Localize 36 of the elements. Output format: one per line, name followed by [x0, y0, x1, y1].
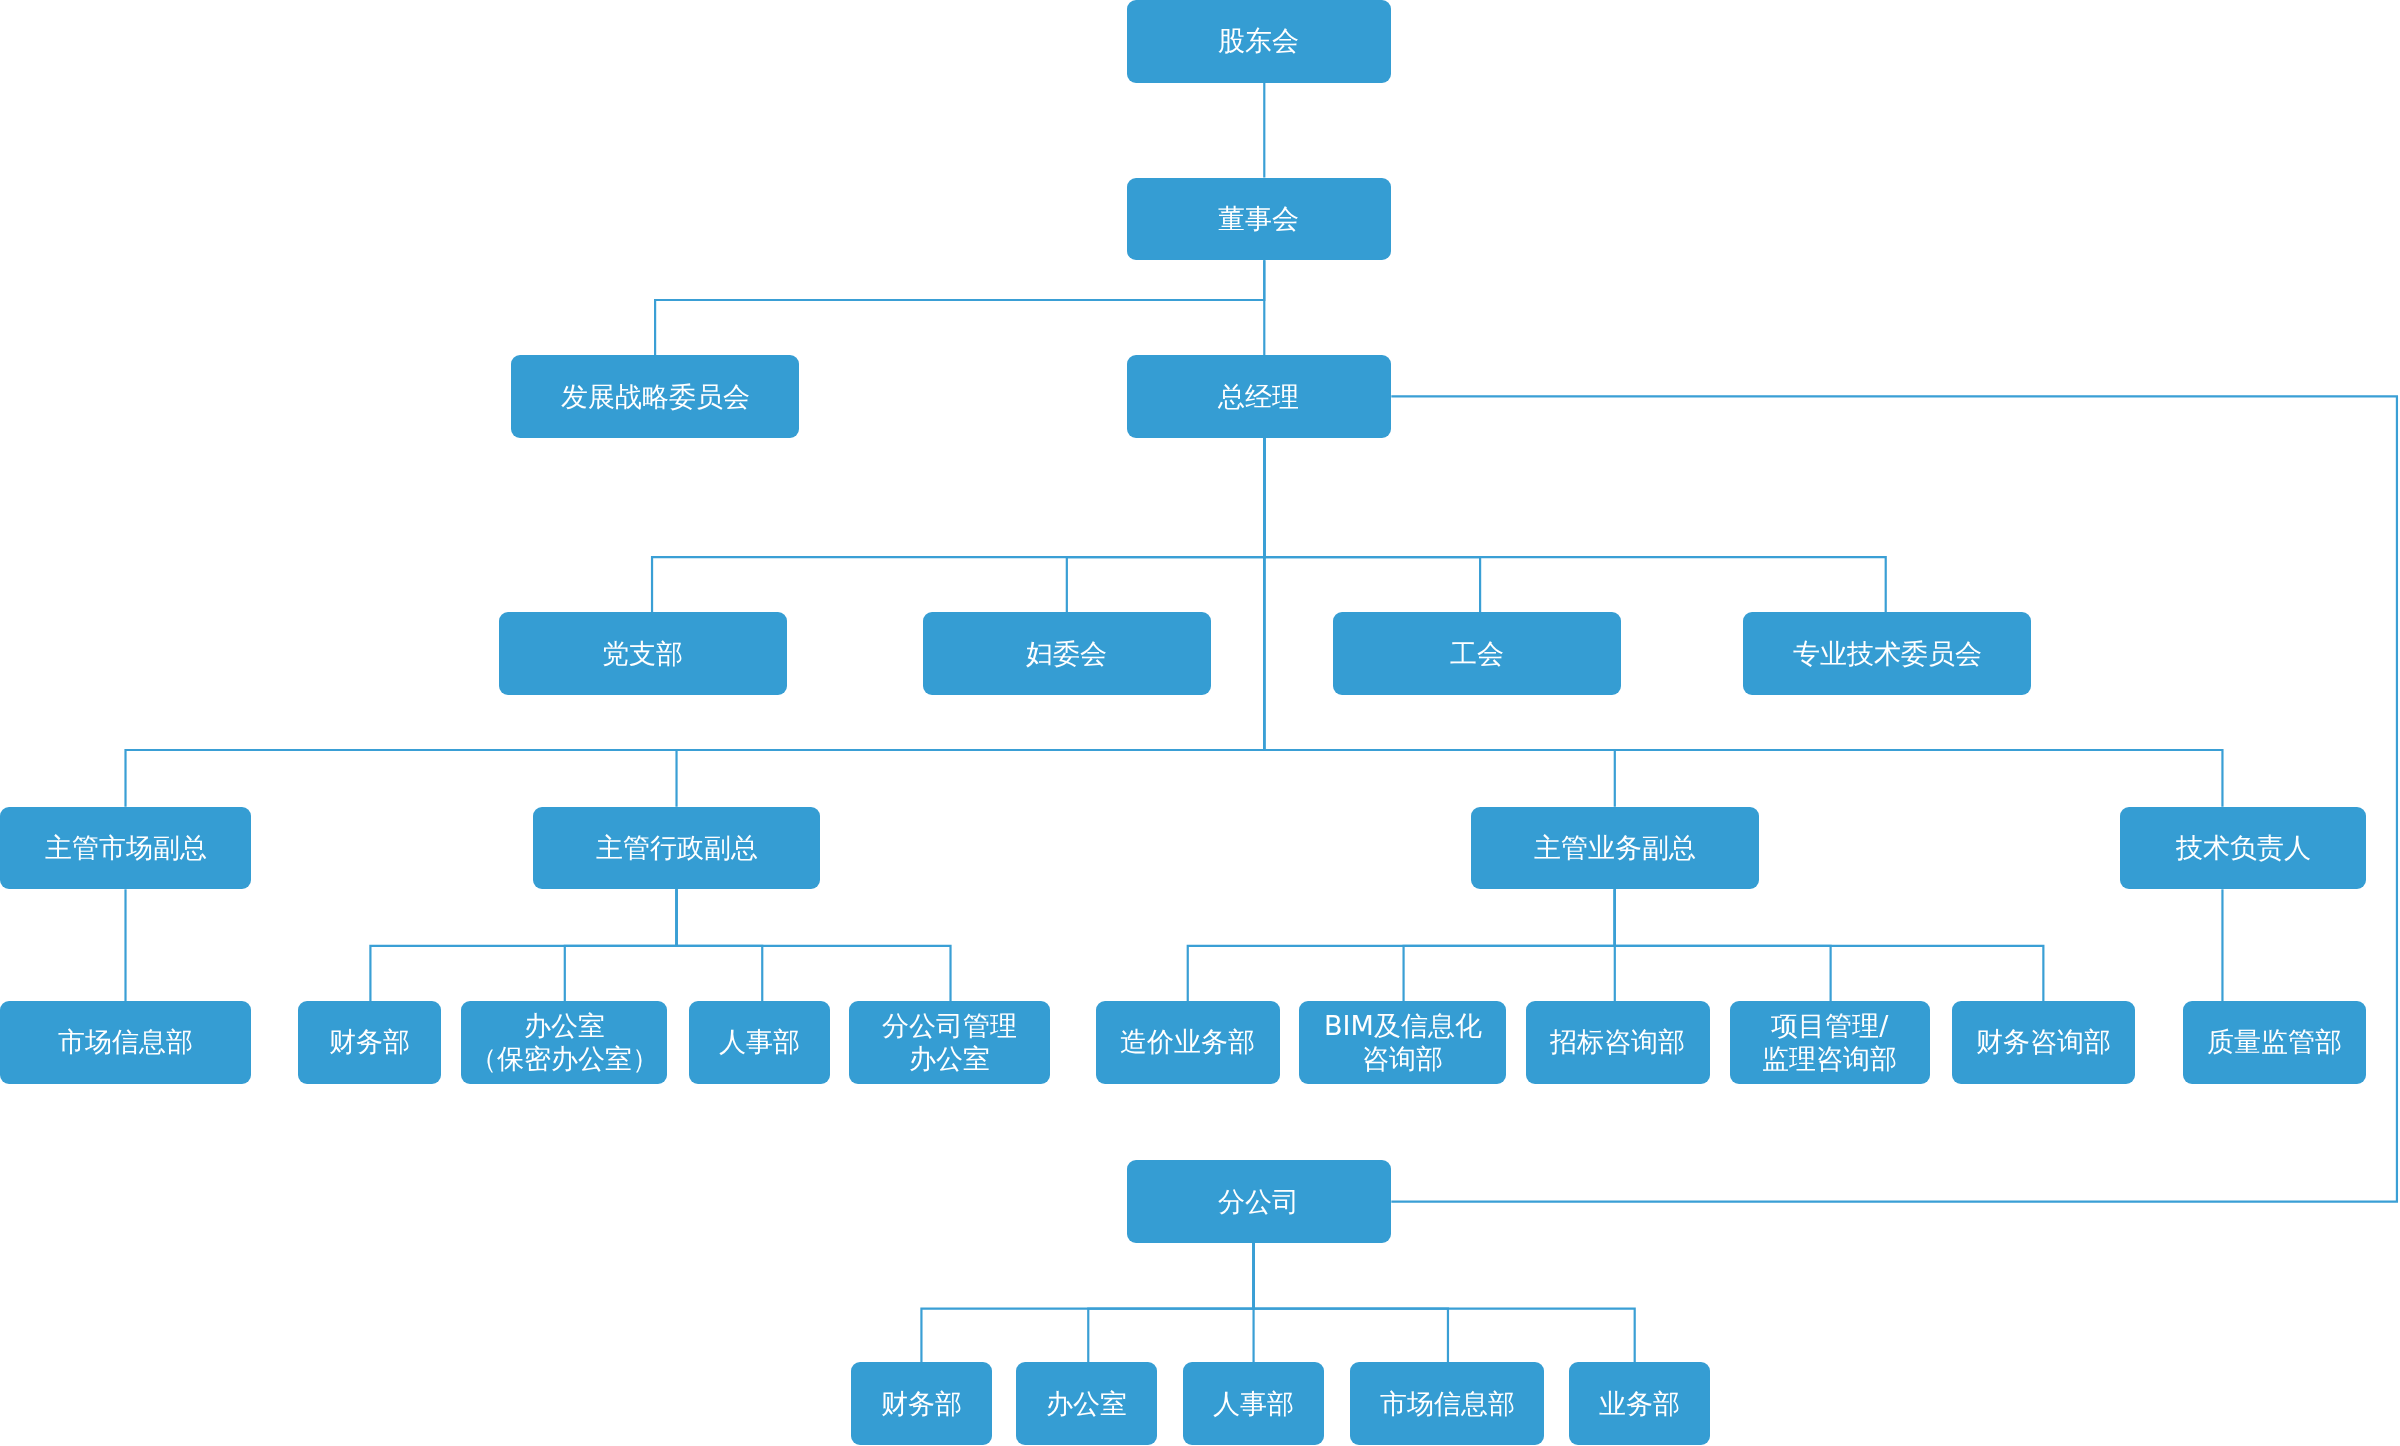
connector-line	[1263, 260, 1266, 356]
org-box: 分公司	[1126, 1160, 1392, 1243]
connector-line	[124, 889, 127, 1001]
org-box: 主管业务副总	[1470, 806, 1759, 890]
connector-line	[1613, 889, 2045, 1001]
org-box: 党支部	[498, 612, 787, 695]
org-box: 发展战略委员会	[511, 355, 799, 438]
org-box: 财务部	[851, 1362, 992, 1445]
org-box: 董事会	[1126, 177, 1392, 261]
org-box: 妇委会	[922, 612, 1211, 695]
org-box: 市场信息部	[0, 1001, 251, 1084]
org-box: 人事部	[688, 1001, 830, 1084]
org-box: 市场信息部	[1350, 1362, 1545, 1445]
org-box: 业务部	[1568, 1362, 1710, 1445]
org-box: 总经理	[1126, 355, 1392, 438]
org-box: 质量监管部	[2182, 1001, 2367, 1084]
connector-line	[675, 889, 952, 1001]
org-box: 主管市场副总	[0, 806, 251, 890]
org-box: BIM及信息化咨询部	[1299, 1001, 1507, 1084]
org-box: 办公室（保密办公室）	[460, 1001, 668, 1084]
org-box: 人事部	[1183, 1362, 1324, 1445]
connector-line	[2221, 889, 2224, 1001]
org-box: 技术负责人	[2119, 806, 2367, 890]
org-box: 财务咨询部	[1951, 1001, 2136, 1084]
org-box: 财务部	[298, 1001, 441, 1084]
org-box: 造价业务部	[1095, 1001, 1280, 1084]
connector-line	[1391, 395, 2399, 1203]
org-box: 项目管理/监理咨询部	[1729, 1001, 1931, 1084]
org-box: 主管行政副总	[532, 806, 821, 890]
connector-line	[1263, 82, 1266, 178]
org-box: 分公司管理办公室	[849, 1001, 1050, 1084]
org-box: 股东会	[1126, 0, 1392, 83]
org-box: 招标咨询部	[1526, 1001, 1710, 1084]
org-box: 专业技术委员会	[1743, 612, 2032, 695]
org-box: 工会	[1333, 612, 1621, 695]
org-box: 办公室	[1016, 1362, 1158, 1445]
